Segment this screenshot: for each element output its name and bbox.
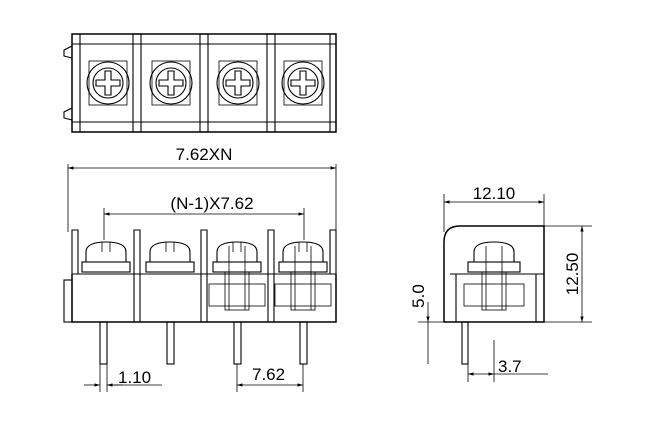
side-view-body: [443, 225, 545, 323]
depth-label: 12.10: [473, 184, 516, 203]
overall-width-label: 7.62XN: [176, 145, 233, 164]
top-view-body: [71, 33, 337, 133]
top-view-screws: [86, 60, 325, 106]
top-left-tab-upper: [63, 45, 73, 59]
pitch-span-label: (N-1)X7.62: [170, 194, 253, 213]
front-view-screws: [81, 241, 332, 311]
pin-offset-label: 5.0: [409, 284, 428, 308]
top-left-tab-lower: [63, 107, 73, 121]
front-left-flange: [63, 279, 73, 323]
pitch-label: 7.62: [252, 365, 285, 384]
side-view-pin: [461, 321, 469, 365]
pin-position-label: 3.7: [498, 357, 522, 376]
height-label: 12.50: [563, 253, 582, 296]
front-view-barriers: [71, 229, 337, 322]
pin-width-label: 1.10: [118, 368, 151, 387]
top-view: [63, 33, 337, 133]
front-view-body: [71, 274, 337, 323]
side-view-screw: [463, 241, 525, 311]
top-view-separators: [79, 33, 331, 133]
side-view: 12.10 12.50 5.0 3.7: [409, 184, 592, 382]
front-view-pins: [99, 321, 308, 365]
front-view: 7.62XN (N-1)X7.62: [63, 145, 337, 392]
